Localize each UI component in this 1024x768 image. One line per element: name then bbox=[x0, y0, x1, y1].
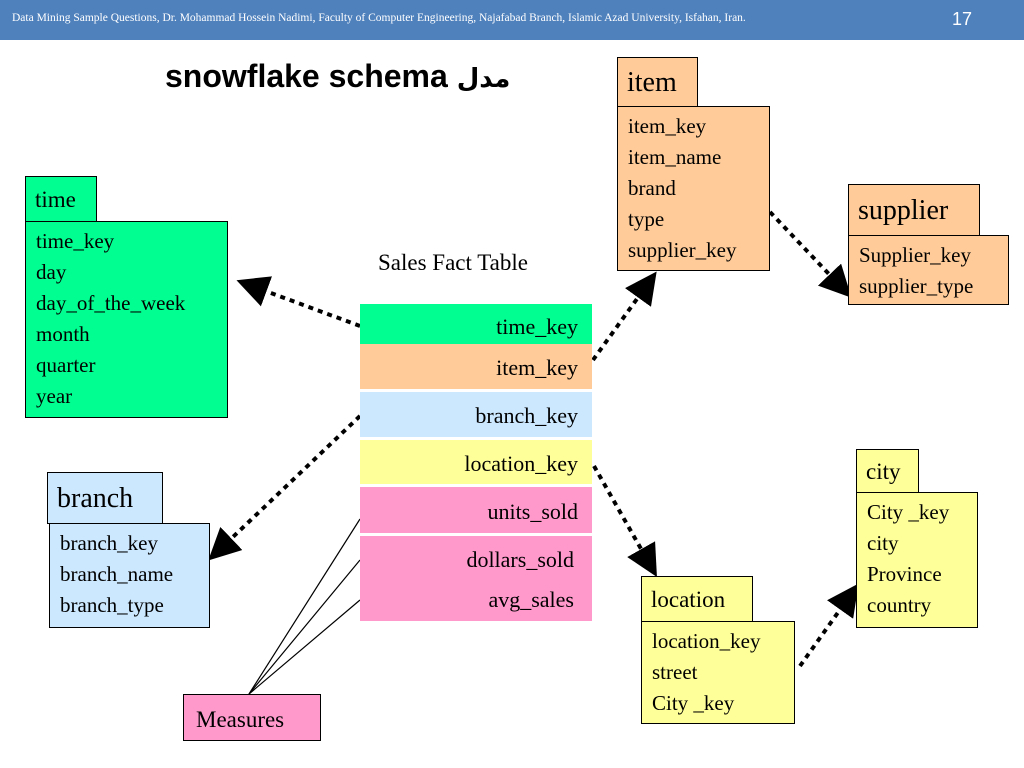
time-field: year bbox=[36, 384, 73, 408]
item-table-fields: item_key item_name brand type supplier_k… bbox=[617, 106, 770, 271]
item-table-label: item bbox=[617, 57, 698, 107]
time-field: day bbox=[36, 260, 67, 284]
time-field: month bbox=[36, 322, 90, 346]
time-field: day_of_the_week bbox=[36, 291, 186, 315]
arrow-time-key-to-time bbox=[236, 276, 361, 328]
location-table-fields: location_key street City _key bbox=[641, 621, 795, 724]
title-english: snowflake schema bbox=[165, 58, 448, 94]
branch-field: branch_key bbox=[60, 531, 158, 555]
arrow-item-to-supplier bbox=[768, 210, 852, 298]
supplier-field: Supplier_key bbox=[859, 243, 971, 267]
supplier-table-fields: Supplier_key supplier_type bbox=[848, 235, 1009, 305]
page-number: 17 bbox=[951, 9, 972, 29]
fact-row-time-key: time_key bbox=[360, 304, 592, 344]
item-field: brand bbox=[628, 176, 676, 200]
item-field: item_key bbox=[628, 114, 707, 138]
fact-row-units-sold: units_sold bbox=[360, 487, 592, 533]
arrow-location-to-city bbox=[798, 583, 859, 668]
measures-label: Measures bbox=[183, 694, 321, 741]
branch-table-fields: branch_key branch_name branch_type bbox=[49, 523, 210, 628]
fact-row-dollars-sold: dollars_sold bbox=[466, 547, 574, 572]
fact-row-branch-key: branch_key bbox=[360, 392, 592, 437]
branch-field: branch_type bbox=[60, 593, 164, 617]
time-field: quarter bbox=[36, 353, 96, 377]
time-field: time_key bbox=[36, 229, 115, 253]
item-field: type bbox=[628, 207, 665, 231]
city-field: city bbox=[867, 531, 899, 555]
location-field: City _key bbox=[652, 691, 735, 715]
slide-title: snowflake schema مدل bbox=[165, 58, 510, 95]
supplier-field: supplier_type bbox=[859, 274, 974, 298]
supplier-table-label: supplier bbox=[848, 184, 980, 236]
fact-table-caption: Sales Fact Table bbox=[378, 250, 528, 275]
header-text: Data Mining Sample Questions, Dr. Mohamm… bbox=[12, 12, 746, 24]
measures-line-dollars-sold bbox=[248, 559, 361, 695]
city-table-fields: City _key city Province country bbox=[856, 492, 978, 628]
measures-line-units-sold bbox=[248, 518, 361, 695]
arrow-location-key-to-location bbox=[592, 465, 657, 577]
slide-header: Data Mining Sample Questions, Dr. Mohamm… bbox=[0, 0, 1024, 40]
time-table-fields: time_key day day_of_the_week month quart… bbox=[25, 221, 228, 418]
city-field: City _key bbox=[867, 500, 950, 524]
arrow-item-key-to-item bbox=[591, 271, 657, 362]
location-field: location_key bbox=[652, 629, 761, 653]
title-persian: مدل bbox=[456, 64, 511, 94]
measures-line-avg-sales bbox=[248, 599, 361, 695]
city-table-label: city bbox=[856, 449, 919, 493]
fact-row-avg-sales: avg_sales bbox=[488, 587, 574, 612]
time-table-label: time bbox=[25, 176, 97, 222]
location-field: street bbox=[652, 660, 698, 684]
branch-field: branch_name bbox=[60, 562, 174, 586]
fact-row-measures-group: dollars_sold avg_sales bbox=[360, 536, 592, 621]
item-field: item_name bbox=[628, 145, 722, 169]
location-table-label: location bbox=[641, 576, 753, 622]
fact-row-location-key: location_key bbox=[360, 440, 592, 484]
arrow-branch-key-to-branch bbox=[208, 414, 362, 561]
city-field: country bbox=[867, 593, 932, 617]
city-field: Province bbox=[867, 562, 942, 586]
fact-row-item-key: item_key bbox=[360, 344, 592, 389]
branch-table-label: branch bbox=[47, 472, 163, 524]
item-field: supplier_key bbox=[628, 238, 737, 262]
